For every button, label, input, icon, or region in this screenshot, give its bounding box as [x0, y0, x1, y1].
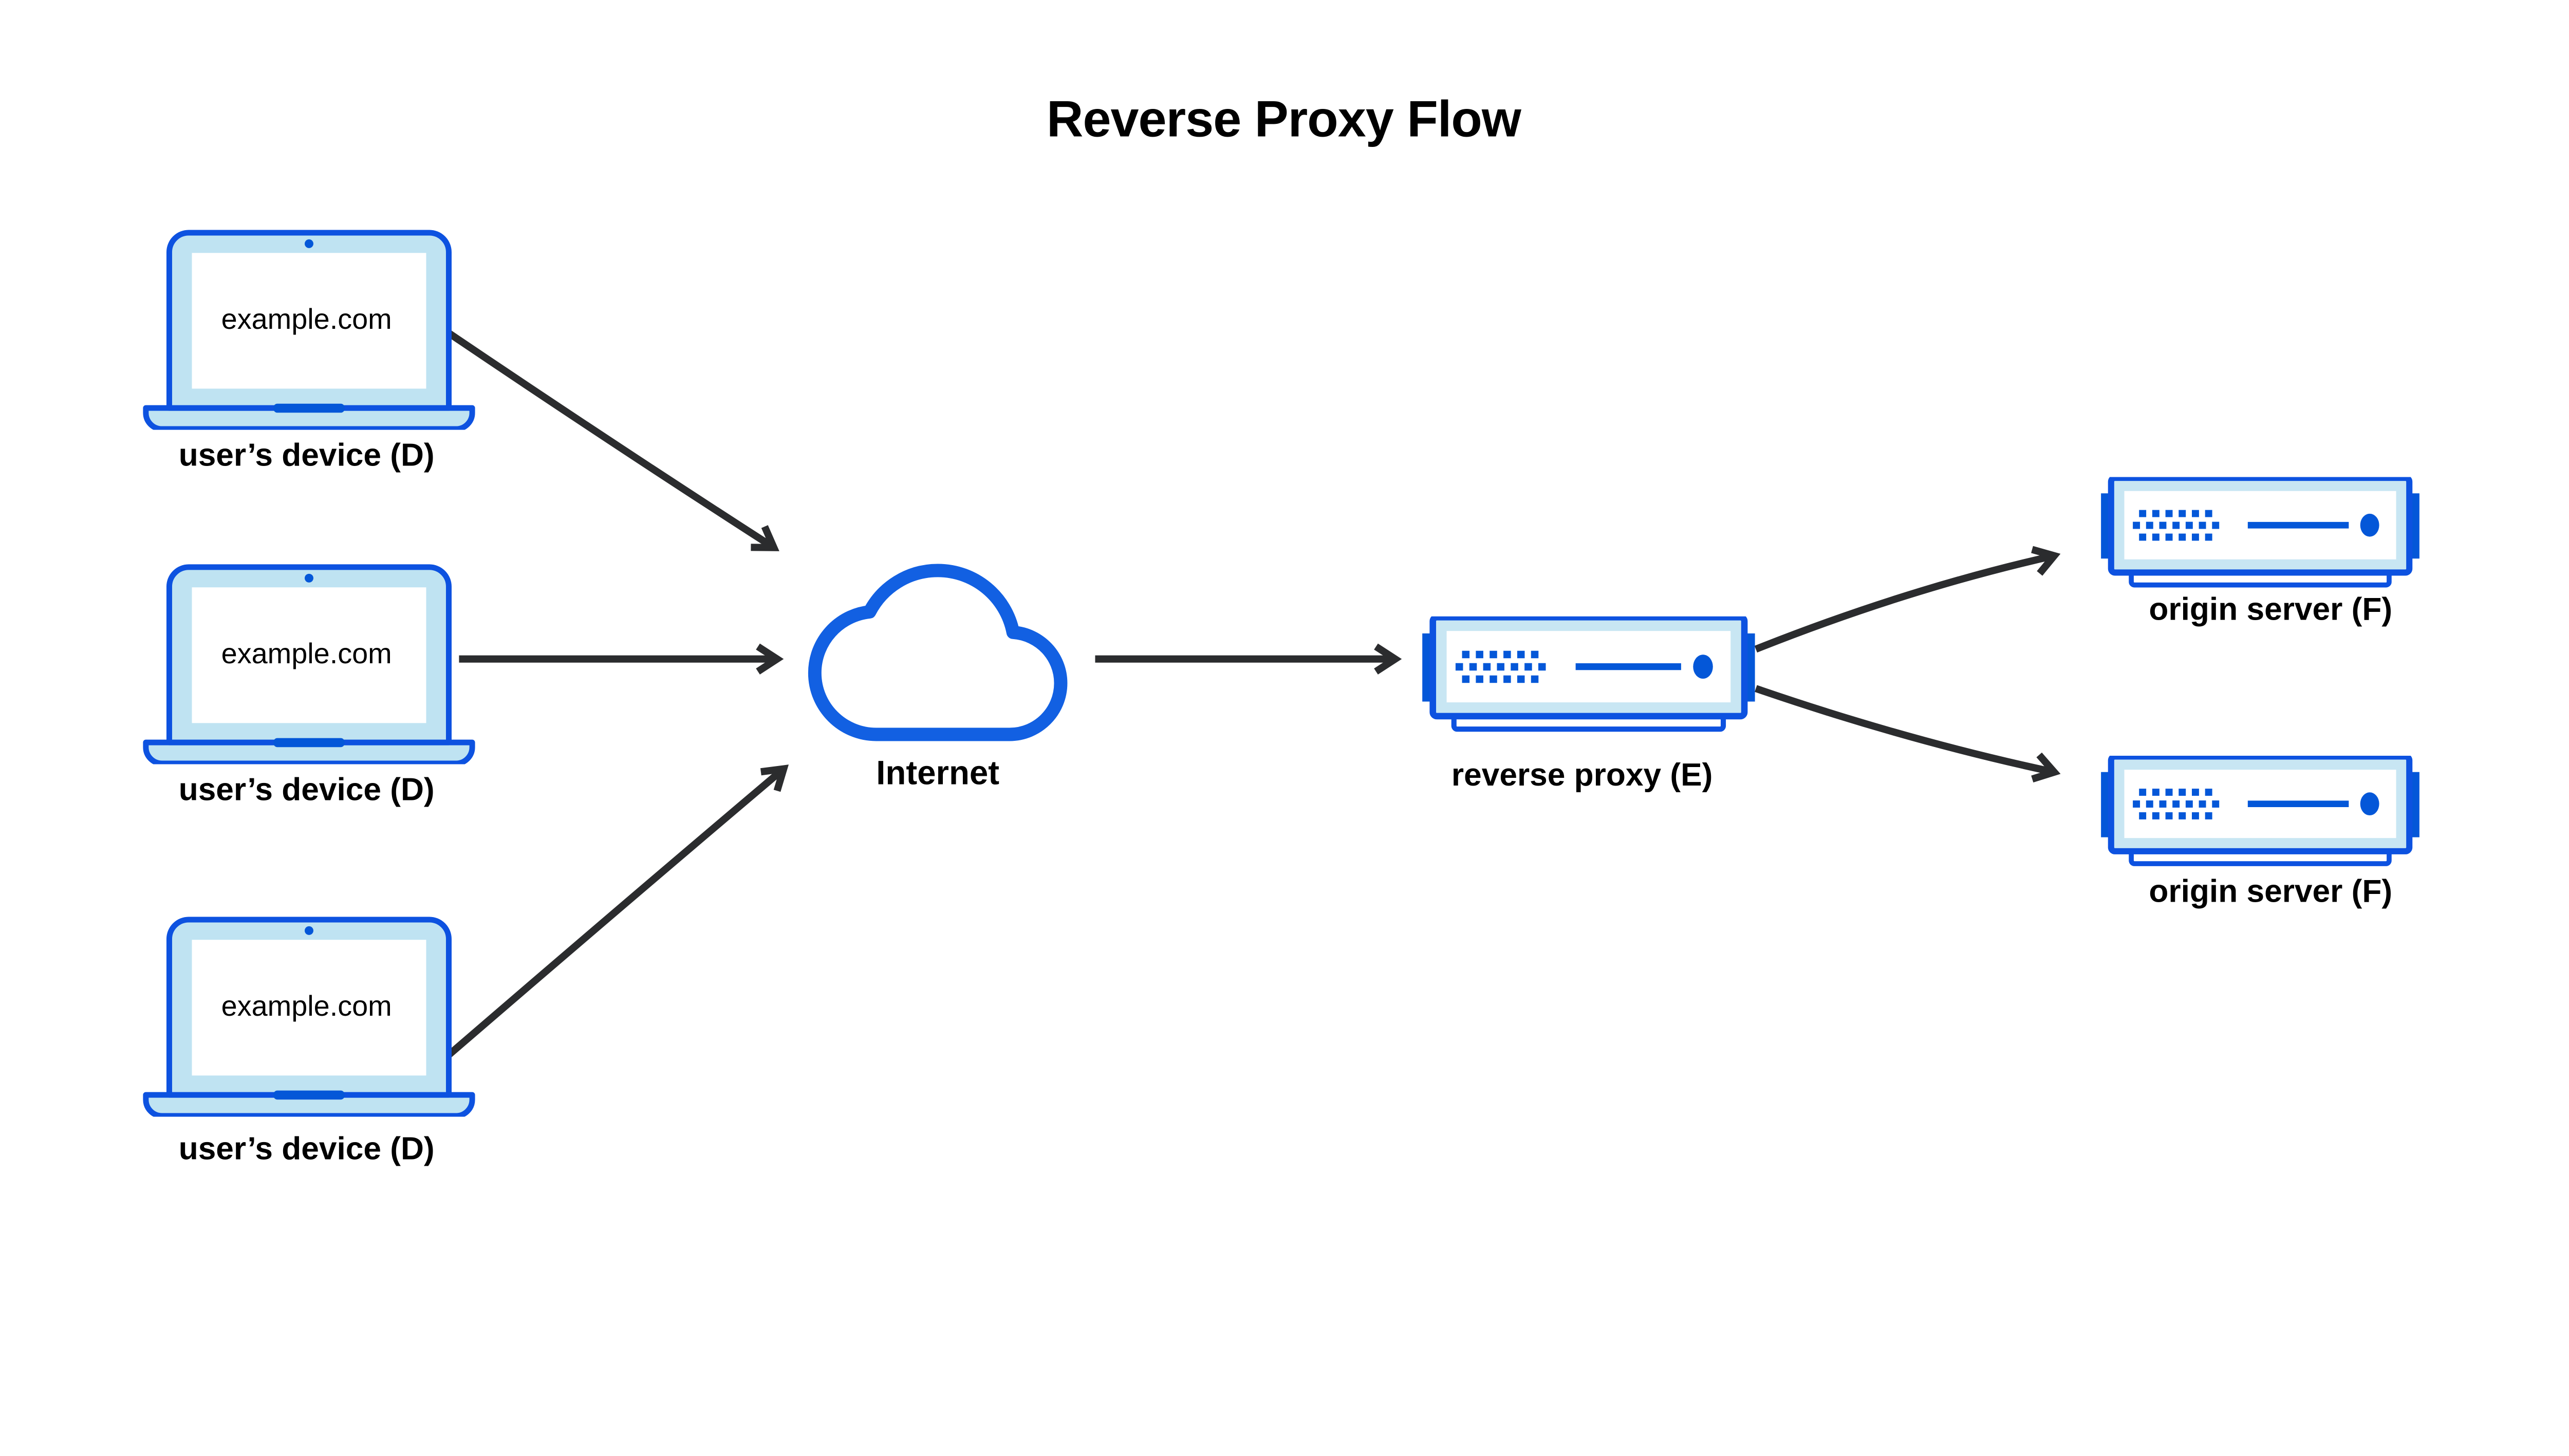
device-label: user’s device (D): [179, 1131, 435, 1166]
arrow-head-icon: [751, 525, 779, 551]
server-icon: [2101, 478, 2419, 585]
diagram-canvas: Reverse Proxy Flow example.com: [0, 90, 2569, 1166]
arrow-line: [1754, 552, 2055, 653]
node-user-device-1: example.com user’s device (D): [146, 233, 472, 473]
arrow-device1-internet: [443, 328, 779, 551]
reverse-proxy-flow-diagram: Reverse Proxy Flow example.com: [0, 90, 2569, 1167]
arrow-internet-proxy: [1095, 643, 1402, 675]
arrow-device2-internet: [459, 643, 784, 675]
arrow-head-icon: [1374, 643, 1402, 675]
node-user-device-2: example.com user’s device (D): [146, 567, 472, 808]
server-icon: [1422, 617, 1755, 729]
arrow-head-icon: [760, 764, 789, 792]
reverse-proxy-label: reverse proxy (E): [1451, 757, 1712, 793]
flow-arrows: [443, 328, 2061, 1060]
device-label: user’s device (D): [179, 772, 435, 808]
arrow-line: [443, 328, 776, 551]
node-user-device-3: example.com user’s device (D): [146, 920, 472, 1166]
node-origin-server-2: origin server (F): [2101, 756, 2419, 909]
page-title: Reverse Proxy Flow: [1047, 90, 1522, 147]
device-screen-text: example.com: [221, 990, 392, 1022]
internet-label: Internet: [876, 754, 999, 792]
origin-server-label: origin server (F): [2149, 873, 2392, 909]
device-screen-text: example.com: [221, 637, 392, 669]
node-reverse-proxy: reverse proxy (E): [1422, 617, 1755, 793]
cloud-icon: [808, 564, 1068, 741]
arrow-head-icon: [2031, 752, 2061, 782]
device-label: user’s device (D): [179, 438, 435, 473]
node-internet: Internet: [808, 564, 1068, 792]
arrow-proxy-origin1: [1754, 546, 2061, 653]
arrow-line: [443, 766, 786, 1060]
arrow-head-icon: [2031, 546, 2061, 576]
arrow-line: [1755, 685, 2055, 776]
node-origin-server-1: origin server (F): [2101, 478, 2419, 627]
arrow-head-icon: [756, 643, 784, 675]
origin-server-label: origin server (F): [2149, 592, 2392, 627]
arrow-device3-internet: [443, 764, 789, 1060]
server-icon: [2101, 756, 2419, 864]
arrow-proxy-origin2: [1755, 685, 2061, 782]
device-screen-text: example.com: [221, 303, 392, 335]
